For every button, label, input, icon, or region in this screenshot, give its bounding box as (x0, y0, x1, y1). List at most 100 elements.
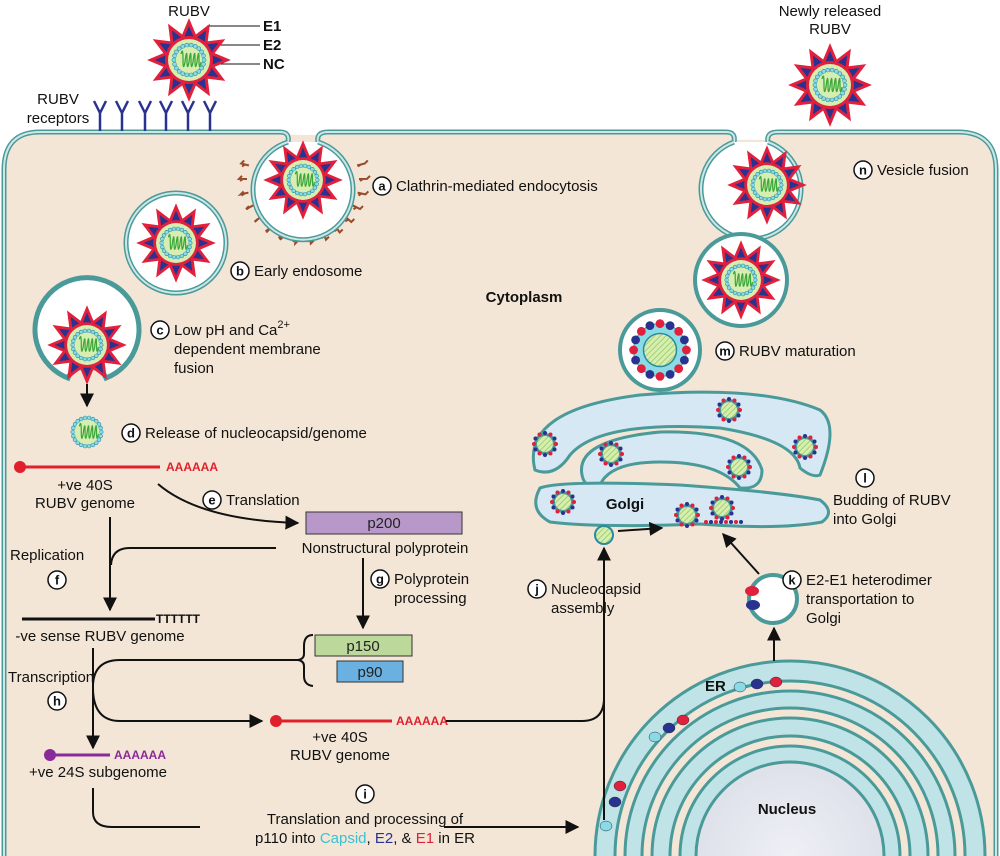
er-protein (769, 676, 783, 688)
arrow-nc-to-golgi (617, 521, 664, 536)
step-letter: b (236, 264, 244, 279)
legend-e2: E2 (263, 37, 281, 54)
genome-label-line2: RUBV genome (35, 495, 135, 512)
step-text: assembly (551, 600, 615, 617)
arrow-k-to-golgi (722, 532, 760, 575)
er-protein (733, 681, 747, 693)
virion-extracellular (147, 18, 231, 102)
released-label-line1: Newly released (779, 3, 882, 20)
step-letter: k (788, 573, 796, 588)
step-marker-icon (370, 569, 390, 589)
genome-label: +ve 24S subgenome (29, 764, 167, 781)
p150-label: p150 (346, 638, 379, 655)
step-text: Release of nucleocapsid/genome (145, 425, 367, 442)
genome-tail: AAAAAA (114, 748, 166, 762)
step-marker-icon (715, 341, 735, 361)
step-marker-icon (121, 423, 141, 443)
step-labels: a Clathrin-mediated endocytosis b Early end… (8, 160, 969, 847)
heterodimer-transport-vesicle (745, 573, 799, 625)
subgenome-24s: AAAAAA +ve 24S subgenome (29, 748, 167, 781)
arrow-translation (157, 483, 300, 530)
step-a: a Clathrin-mediated endocytosis (372, 176, 598, 196)
step-text: transportation to (806, 591, 914, 608)
virion-legend: E1 E2 NC (207, 18, 285, 73)
step-b: b Early endosome (230, 261, 362, 281)
step-text: dependent membrane (174, 341, 321, 358)
genome-label-line2: RUBV genome (290, 747, 390, 764)
legend-e1: E1 (263, 18, 281, 35)
golgi-virion (598, 441, 624, 467)
genome-pos-40s-top: AAAAAA +ve 40S RUBV genome (14, 460, 218, 512)
er-label: ER (705, 678, 726, 695)
step-marker-icon (230, 261, 250, 281)
step-letter: a (378, 179, 386, 194)
step-letter: c (156, 323, 163, 338)
step-marker-icon (47, 570, 67, 590)
virion-newly-released (788, 43, 872, 127)
pathway-arrows (80, 384, 781, 827)
step-text: Translation and processing of (267, 811, 464, 828)
endoplasmic-reticulum: Nucleus ER (593, 659, 987, 856)
step-marker-icon (853, 160, 873, 180)
step-marker-icon (372, 176, 392, 196)
genome-label-line1: +ve 40S (312, 729, 367, 746)
p90-box: p90 (336, 660, 404, 683)
step-letter: e (208, 493, 215, 508)
virion-early-endosome (136, 203, 216, 283)
step-letter: n (859, 163, 867, 178)
step-text: Polyprotein (394, 571, 469, 588)
genome-label-line1: +ve 40S (57, 477, 112, 494)
receptor-icon (92, 100, 108, 131)
genome-tail: TTTTTT (156, 612, 201, 626)
golgi-virion (550, 489, 576, 515)
step-text: Replication (10, 547, 84, 564)
arrow-to-pos40s (92, 689, 264, 728)
step-text: Clathrin-mediated endocytosis (396, 178, 598, 195)
receptor-icon (202, 100, 218, 131)
er-protein (648, 731, 662, 743)
receptor-icon (180, 100, 196, 131)
nucleus-label: Nucleus (758, 801, 816, 818)
er-protein (750, 678, 764, 690)
step-text: processing (394, 590, 467, 607)
er-protein (662, 722, 676, 734)
step-text: Budding of RUBV (833, 492, 951, 509)
receptor-icon (158, 100, 174, 131)
step-marker-icon (355, 784, 375, 804)
golgi-virion (726, 454, 752, 480)
p200-label: p200 (367, 515, 400, 532)
clathrin-icon (358, 175, 371, 182)
genome-tail: AAAAAA (396, 714, 448, 728)
clathrin-icon (253, 215, 262, 223)
step-text: fusion (174, 360, 214, 377)
released-label-line2: RUBV (809, 21, 851, 38)
clathrin-icon (356, 159, 369, 168)
clathrin-icon (245, 204, 254, 211)
golgi-virion (532, 431, 558, 457)
genome-neg-sense: TTTTTT -ve sense RUBV genome (15, 612, 200, 645)
clathrin-icon (344, 215, 356, 224)
clathrin-icon (352, 204, 364, 211)
step-letter: j (534, 582, 539, 597)
golgi-virion (709, 495, 735, 521)
step-letter: i (363, 787, 367, 802)
step-letter: h (53, 694, 61, 709)
step-c: c Low pH and Ca2+ dependent membrane fusion (150, 319, 321, 377)
step-text: E2-E1 heterodimer (806, 572, 932, 589)
golgi-virion (716, 397, 742, 423)
step-letter: f (55, 573, 60, 588)
step-text: Early endosome (254, 263, 362, 280)
golgi-apparatus: Golgi (531, 390, 832, 545)
step-marker-icon (202, 490, 222, 510)
virion-fusing (47, 305, 127, 385)
step-text: into Golgi (833, 511, 896, 528)
step-marker-icon (855, 468, 875, 488)
er-protein (599, 820, 613, 832)
nucleocapsid-released (70, 415, 104, 449)
golgi-cisterna-1 (531, 390, 832, 478)
step-text: Low pH and Ca2+ (174, 319, 290, 339)
